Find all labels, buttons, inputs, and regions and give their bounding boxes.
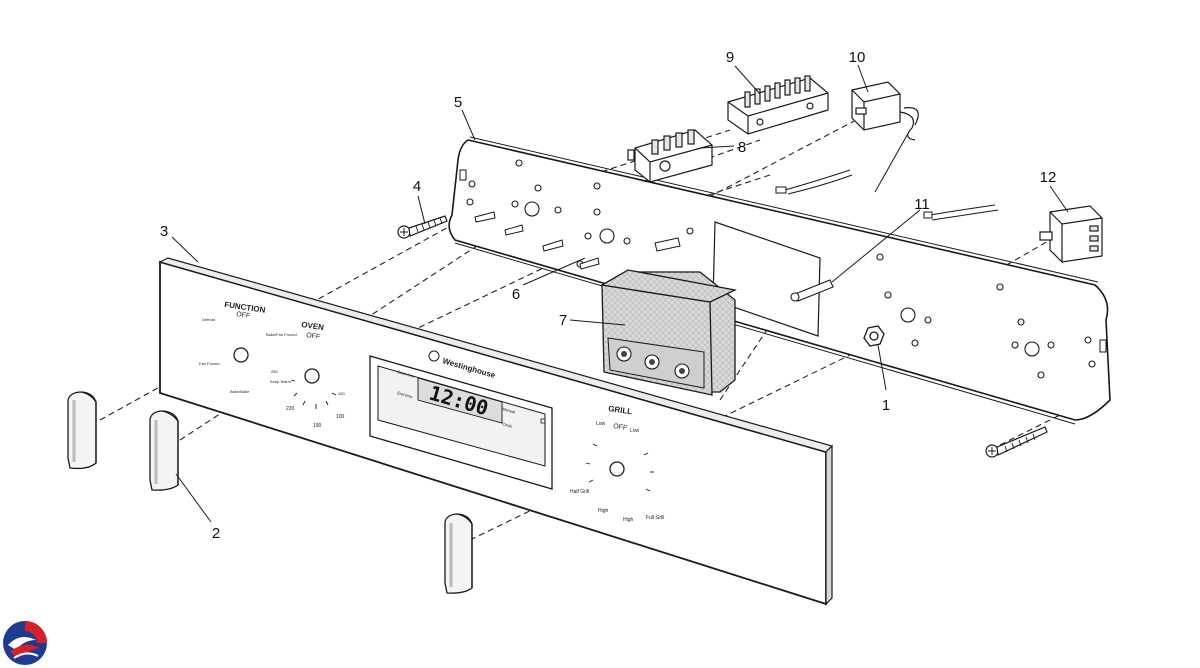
callout-1: 1 [882, 397, 890, 414]
wire-part-11 [775, 169, 999, 221]
pin [790, 279, 834, 302]
callout-7: 7 [559, 312, 567, 329]
function-off-label: OFF [236, 311, 251, 320]
grill-scale-ticks [585, 443, 654, 492]
knob-right [444, 513, 473, 594]
callout-5: 5 [454, 94, 462, 111]
grill-label: GRILL [608, 404, 633, 416]
leader-lines [171, 64, 1069, 523]
grill-knob-hole [609, 461, 625, 477]
oven-knob-hole [304, 368, 320, 384]
callout-6: 6 [512, 286, 520, 303]
brand-logo-icon [428, 350, 440, 362]
bake-fan-forced-label: Bake/Fan Forced [266, 332, 297, 337]
knob-middle [149, 410, 179, 491]
screw-part-4 [397, 215, 448, 239]
callout-11: 11 [914, 196, 930, 213]
temp-190-label: 190 [313, 423, 322, 429]
temp-100-label: 100 [336, 414, 345, 420]
front-fascia-part-3: FUNCTION OFF Defrost Bake/Fan Forced Fan… [158, 257, 834, 606]
function-knob-hole [233, 347, 249, 363]
multi-switch-part-9 [727, 75, 829, 135]
cook-time-label: Cook time [397, 369, 416, 379]
temp-250-label: 250 [271, 369, 278, 374]
full-grill-label: Full Grill [646, 515, 664, 521]
end-time-label: End time [397, 390, 414, 399]
bake-label: Bake/Bake [230, 389, 250, 394]
selector-switch-part-8 [627, 129, 713, 183]
display-module-part-7 [600, 269, 738, 396]
grill-high-left-label: High [598, 508, 609, 514]
corner-logo-icon [3, 621, 47, 665]
grill-low-right-label: Low [630, 428, 640, 434]
callout-4: 4 [413, 178, 421, 195]
mounting-bracket [712, 221, 821, 337]
energy-regulator-part-12 [1039, 205, 1103, 263]
thermostat-part-10 [851, 81, 919, 193]
callout-12: 12 [1040, 169, 1057, 186]
callout-9: 9 [726, 49, 734, 66]
control-knobs-part-2 [67, 391, 473, 594]
keep-warm-label: Keep Warm [270, 379, 292, 384]
nut-part-1 [863, 325, 885, 347]
callout-labels: 1 2 3 4 5 6 7 8 9 10 11 12 [160, 49, 1057, 542]
grill-off-label: OFF [613, 423, 628, 432]
grill-high-right-label: High [623, 517, 634, 523]
oven-scale-ticks [290, 379, 337, 409]
temp-160-label: 160 [338, 391, 345, 396]
callout-2: 2 [212, 525, 220, 542]
callout-3: 3 [160, 223, 168, 240]
callout-10: 10 [849, 49, 866, 66]
temp-220-label: 220 [286, 406, 295, 412]
long-screw [985, 426, 1048, 458]
oven-off-label: OFF [306, 332, 321, 341]
grill-low-left-label: Low [596, 421, 606, 427]
half-grill-label: Half Grill [570, 489, 589, 495]
clock-label: Clock [502, 421, 513, 429]
small-screws [474, 211, 681, 270]
manual-label: Manual [502, 406, 516, 414]
knob-left [67, 391, 97, 470]
callout-8: 8 [738, 139, 746, 156]
oven-label: OVEN [301, 320, 325, 332]
defrost-label: Defrost [202, 317, 216, 322]
fan-forced-label: Fan Forced [199, 361, 219, 366]
